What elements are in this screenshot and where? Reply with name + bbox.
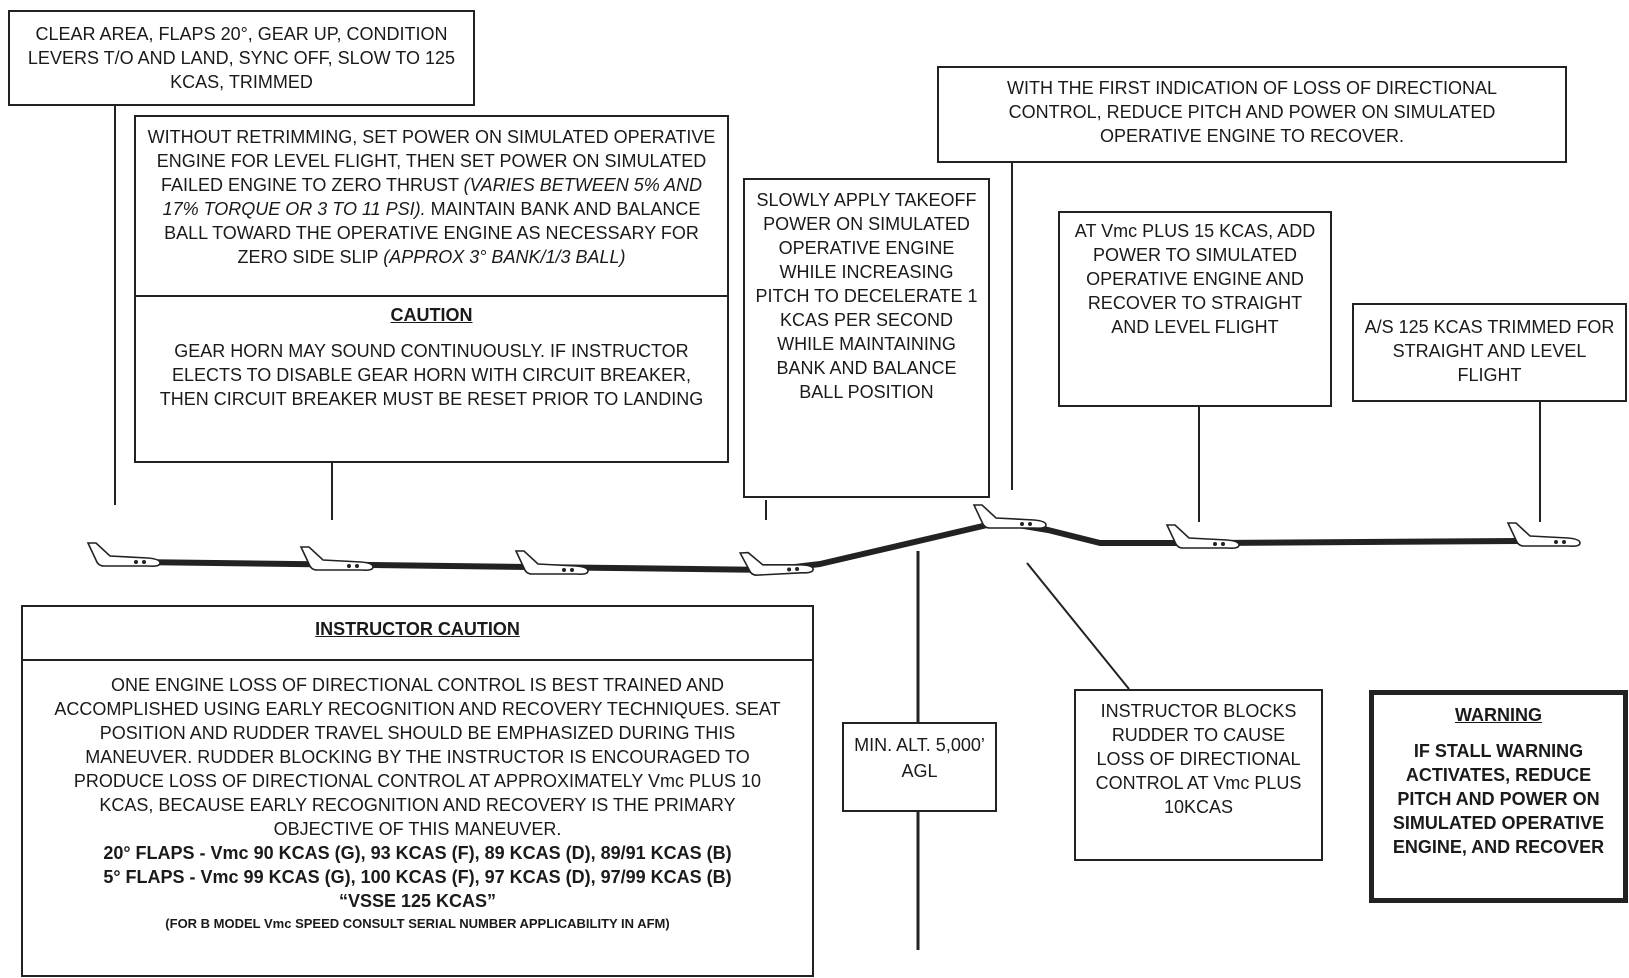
warning-text: IF STALL WARNING ACTIVATES, REDUCE PITCH… [1392,741,1605,857]
instructor-blocks-rudder-text: INSTRUCTOR BLOCKS RUDDER TO CAUSE LOSS O… [1095,701,1302,817]
step-setup-text: CLEAR AREA, FLAPS 20°, GEAR UP, CONDITIO… [27,24,456,92]
step-takeoff-power-text: SLOWLY APPLY TAKEOFF POWER ON SIMULATED … [755,190,978,402]
step-box-trimmed: A/S 125 KCAS TRIMMED FOR STRAIGHT AND LE… [1352,303,1627,402]
instructor-caution-box: INSTRUCTOR CAUTION ONE ENGINE LOSS OF DI… [21,605,814,977]
step-box-vmc-plus-15: AT Vmc PLUS 15 KCAS, ADD POWER TO SIMULA… [1058,211,1332,407]
step-box-setup: CLEAR AREA, FLAPS 20°, GEAR UP, CONDITIO… [8,10,475,106]
instructor-blocks-rudder-box: INSTRUCTOR BLOCKS RUDDER TO CAUSE LOSS O… [1074,689,1323,861]
step-trimmed-text: A/S 125 KCAS TRIMMED FOR STRAIGHT AND LE… [1364,317,1615,385]
leader-line-9 [1026,562,1130,690]
step-recover-text: WITH THE FIRST INDICATION OF LOSS OF DIR… [1006,78,1498,146]
warning-box: WARNING IF STALL WARNING ACTIVATES, REDU… [1369,690,1628,903]
instructor-caution-body: ONE ENGINE LOSS OF DIRECTIONAL CONTROL I… [23,659,812,935]
instructor-caution-header: INSTRUCTOR CAUTION [23,607,812,659]
aircraft-icon-7 [1506,522,1581,547]
aircraft-icon-5 [972,504,1047,529]
vsse-line: “VSSE 125 KCAS” [338,891,497,911]
step-zero-thrust-text: WITHOUT RETRIMMING, SET POWER ON SIMULAT… [136,117,727,295]
aircraft-icon-4 [738,551,814,576]
min-altitude-box: MIN. ALT. 5,000’ AGL [842,722,997,812]
instructor-caution-title: INSTRUCTOR CAUTION [315,619,520,639]
caution-section: CAUTION GEAR HORN MAY SOUND CONTINUOUSLY… [136,295,727,417]
zero-thrust-text-b: (VARIES BETWEEN 5% AND 17% TORQUE OR 3 T… [162,175,703,219]
zero-thrust-text-d: (APPROX 3° BANK/1/3 BALL) [383,247,626,267]
step-box-takeoff-power: SLOWLY APPLY TAKEOFF POWER ON SIMULATED … [743,178,990,498]
warning-title: WARNING [1455,705,1542,725]
caution-title: CAUTION [390,305,473,325]
aircraft-icon-2 [299,546,374,571]
zero-thrust-text-a: WITHOUT RETRIMMING, SET POWER ON SIMULAT… [147,127,716,195]
step-box-zero-thrust: WITHOUT RETRIMMING, SET POWER ON SIMULAT… [134,115,729,463]
caution-text: GEAR HORN MAY SOUND CONTINUOUSLY. IF INS… [159,341,704,409]
flaps-20-line: 20° FLAPS - Vmc 90 KCAS (G), 93 KCAS (F)… [103,843,732,863]
zero-thrust-text-c: MAINTAIN BANK AND BALANCE BALL TOWARD TH… [164,199,701,267]
min-altitude-text: MIN. ALT. 5,000’ AGL [854,735,985,781]
step-vmc-plus-15-text: AT Vmc PLUS 15 KCAS, ADD POWER TO SIMULA… [1074,221,1316,337]
afm-note: (FOR B MODEL Vmc SPEED CONSULT SERIAL NU… [165,916,670,931]
flaps-5-line: 5° FLAPS - Vmc 99 KCAS (G), 100 KCAS (F)… [103,867,732,887]
step-box-recover: WITH THE FIRST INDICATION OF LOSS OF DIR… [937,66,1567,163]
aircraft-icon-3 [514,550,589,575]
instructor-caution-text: ONE ENGINE LOSS OF DIRECTIONAL CONTROL I… [54,675,781,839]
aircraft-icon-6 [1165,524,1240,549]
aircraft-icon-1 [86,542,161,567]
